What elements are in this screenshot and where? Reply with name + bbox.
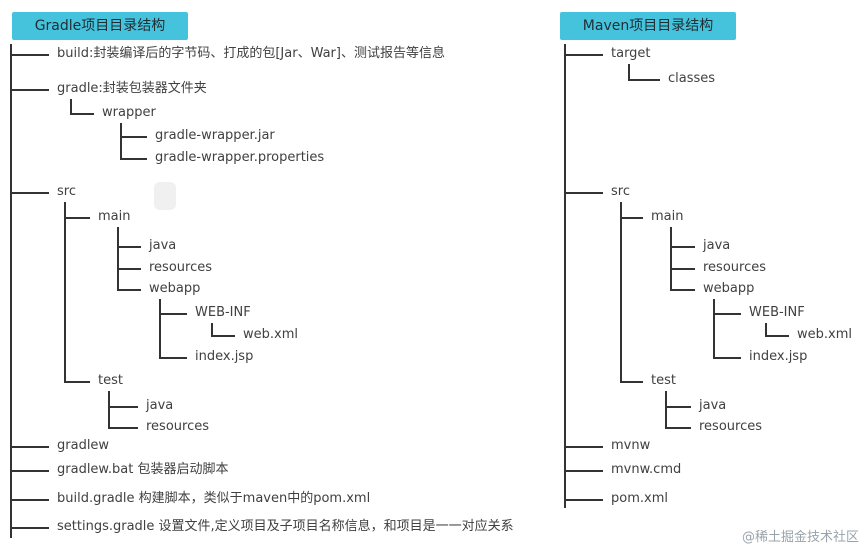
gradle-connector (117, 268, 141, 270)
gradle-sub-trunk (120, 123, 122, 160)
gradle-node-java: java (149, 238, 177, 253)
gradle-sub-trunk (108, 391, 110, 429)
maven-node-java: java (699, 398, 727, 413)
maven-node-mvnw.cmd: mvnw.cmd (611, 462, 682, 477)
maven-node-test: test (651, 373, 676, 388)
maven-node-web.xml: web.xml (797, 327, 852, 342)
gradle-node-gradle: gradle:封装包装器文件夹 (57, 81, 207, 96)
maven-connector (620, 217, 643, 219)
gradle-connector (10, 470, 49, 472)
smudge-artifact (154, 182, 176, 210)
maven-connector (713, 313, 741, 315)
maven-node-classes: classes (668, 71, 716, 86)
maven-connector (670, 289, 695, 291)
maven-connector (564, 54, 603, 56)
gradle-node-web-inf: WEB-INF (195, 305, 251, 320)
maven-node-target: target (611, 46, 651, 61)
gradle-node-gradle-wrapper.jar: gradle-wrapper.jar (155, 128, 275, 143)
maven-connector (628, 79, 660, 81)
maven-connector (713, 357, 741, 359)
gradle-connector (211, 335, 235, 337)
maven-connector (564, 470, 603, 472)
gradle-node-java: java (146, 398, 174, 413)
gradle-connector (117, 246, 141, 248)
gradle-node-src: src (57, 184, 76, 199)
maven-node-index.jsp: index.jsp (749, 349, 808, 364)
maven-node-pom.xml: pom.xml (611, 491, 668, 506)
gradle-connector (10, 192, 49, 194)
gradle-root-trunk (10, 44, 12, 538)
maven-connector (665, 427, 691, 429)
maven-node-resources: resources (703, 260, 767, 275)
maven-node-main: main (651, 209, 684, 224)
maven-node-web-inf: WEB-INF (749, 305, 805, 320)
maven-connector (564, 446, 603, 448)
gradle-connector (159, 313, 187, 315)
gradle-connector (10, 446, 49, 448)
gradle-node-build: build:封装编译后的字节码、打成的包[Jar、War]、测试报告等信息 (57, 46, 445, 61)
gradle-connector (120, 136, 147, 138)
watermark: @稀土掘金技术社区 (741, 530, 859, 545)
gradle-sub-trunk (64, 202, 66, 383)
gradle-node-gradlew.bat: gradlew.bat 包装器启动脚本 (57, 462, 229, 477)
gradle-connector (108, 406, 138, 408)
maven-node-resources: resources (699, 419, 763, 434)
gradle-connector (117, 289, 141, 291)
maven-sub-trunk (765, 323, 767, 337)
gradle-node-wrapper: wrapper (102, 105, 156, 120)
maven-connector (665, 406, 691, 408)
maven-node-webapp: webapp (703, 281, 755, 296)
gradle-sub-trunk (70, 99, 72, 115)
gradle-connector (10, 54, 49, 56)
maven-connector (620, 381, 643, 383)
gradle-connector (108, 427, 138, 429)
gradle-node-test: test (98, 373, 123, 388)
gradle-node-index.jsp: index.jsp (195, 349, 254, 364)
maven-sub-trunk (713, 299, 715, 359)
gradle-connector (64, 217, 90, 219)
maven-node-mvnw: mvnw (611, 438, 651, 453)
gradle-node-resources: resources (149, 260, 213, 275)
gradle-title: Gradle项目目录结构 (12, 12, 188, 40)
gradle-node-webapp: webapp (149, 281, 201, 296)
maven-connector (670, 268, 695, 270)
maven-connector (564, 192, 603, 194)
maven-node-java: java (703, 238, 731, 253)
maven-root-trunk (564, 44, 566, 508)
maven-sub-trunk (670, 227, 672, 291)
gradle-sub-trunk (117, 227, 119, 291)
gradle-node-gradlew: gradlew (57, 438, 110, 453)
gradle-node-gradle-wrapper.properties: gradle-wrapper.properties (155, 150, 325, 165)
gradle-sub-trunk (211, 323, 213, 337)
gradle-connector (159, 357, 187, 359)
maven-sub-trunk (620, 202, 622, 383)
maven-connector (765, 335, 789, 337)
maven-connector (670, 246, 695, 248)
gradle-sub-trunk (159, 299, 161, 359)
gradle-connector (10, 499, 49, 501)
gradle-connector (64, 381, 90, 383)
maven-sub-trunk (665, 391, 667, 429)
gradle-node-main: main (98, 209, 131, 224)
gradle-connector (10, 89, 49, 91)
gradle-node-build.gradle: build.gradle 构建脚本，类似于maven中的pom.xml (57, 491, 371, 506)
maven-connector (564, 499, 603, 501)
maven-node-src: src (611, 184, 630, 199)
gradle-connector (120, 158, 147, 160)
gradle-node-web.xml: web.xml (243, 327, 298, 342)
maven-title: Maven项目目录结构 (560, 12, 736, 40)
gradle-node-resources: resources (146, 419, 210, 434)
gradle-node-settings.gradle: settings.gradle 设置文件,定义项目及子项目名称信息，和项目是一一… (57, 519, 514, 534)
gradle-connector (70, 113, 94, 115)
gradle-connector (10, 527, 49, 529)
maven-sub-trunk (628, 64, 630, 81)
